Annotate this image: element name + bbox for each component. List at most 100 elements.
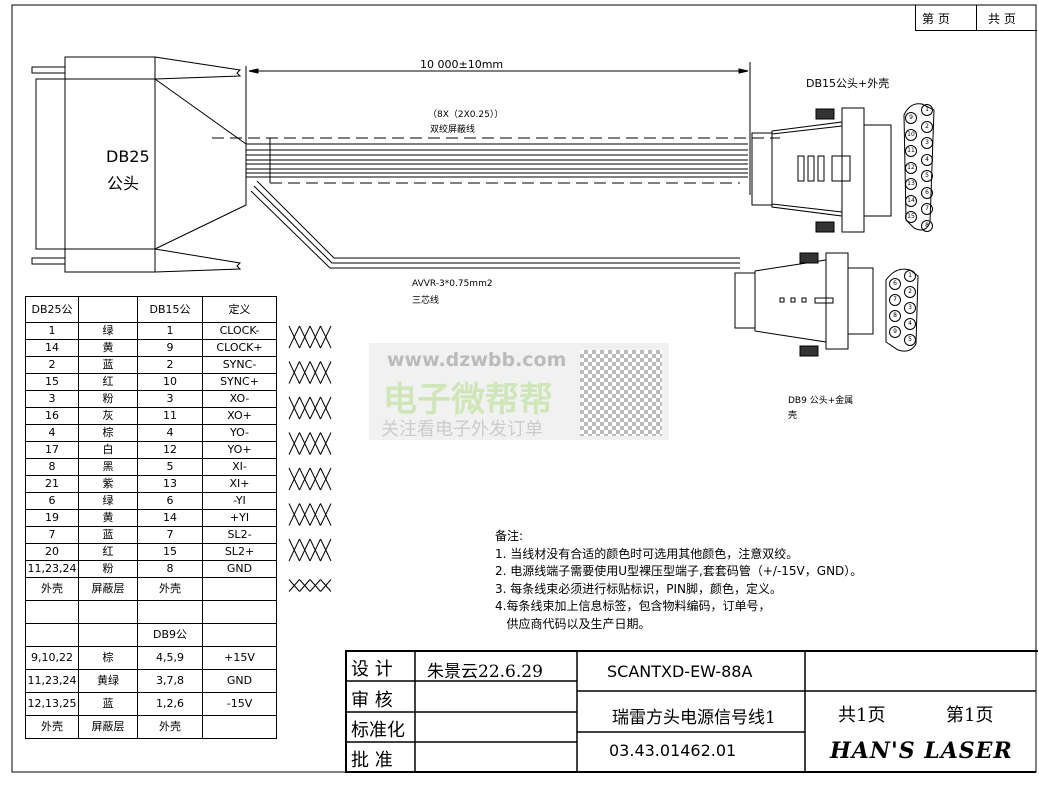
- pin-number: 1: [904, 270, 916, 282]
- table-cell: SL2+: [202, 543, 277, 561]
- pin-number: 6: [921, 186, 933, 199]
- twisted-pair-icon: [288, 361, 332, 384]
- pin-number: 5: [921, 170, 933, 182]
- table-row: DB9公: [25, 623, 277, 647]
- db15-label: DB15公头+外壳: [806, 77, 890, 90]
- table-cell: DB25公: [25, 296, 79, 323]
- twisted-pair-icon: [288, 503, 332, 526]
- power-cable-name: 三芯线: [412, 296, 440, 306]
- twist-symbols: [288, 325, 332, 592]
- note-item: 3. 每条线束必须进行标贴标识，PIN脚，颜色，定义。: [495, 581, 783, 596]
- table-header-row: DB25公 DB15公定义: [25, 296, 277, 323]
- table-cell: 12,13,25: [25, 692, 79, 716]
- db25-label: DB25: [106, 147, 150, 166]
- pin-number: 7: [889, 294, 901, 306]
- table-cell: 11,23,24: [25, 560, 79, 578]
- table-cell: 外壳: [137, 715, 203, 739]
- pin-number: 11: [905, 145, 917, 157]
- watermark-name: 电子微帮帮: [383, 380, 553, 420]
- table-cell: 外壳: [137, 577, 203, 601]
- table-row: 外壳屏蔽层外壳: [25, 577, 277, 601]
- pin-number: 6: [889, 278, 901, 290]
- table-cell: 1,2,6: [137, 692, 203, 716]
- pin-number: 2: [904, 286, 916, 298]
- table-cell: 11: [137, 407, 203, 425]
- design-value: 朱景云22.6.29: [427, 662, 543, 682]
- table-cell: [202, 623, 277, 647]
- db9-label-2: 壳: [788, 411, 798, 421]
- db9-label: DB9 公头+金属: [788, 396, 854, 406]
- note-item: 4.每条线束加上信息标签，包含物料编码，订单号，: [495, 599, 771, 613]
- table-cell: 10: [137, 373, 203, 391]
- table-cell: 15: [25, 373, 79, 391]
- approve-label: 批 准: [351, 750, 393, 771]
- table-cell: 15: [137, 543, 203, 561]
- table-cell: SYNC-: [202, 356, 277, 374]
- table-cell: SL2-: [202, 526, 277, 544]
- standard-label: 标准化: [351, 720, 405, 741]
- part-number: 03.43.01462.01: [609, 741, 737, 760]
- company-logo: HAN'S LASER: [830, 738, 1013, 764]
- divider: [976, 5, 977, 30]
- pin-number: 5: [904, 334, 916, 346]
- total-label: 共 页: [988, 12, 1016, 26]
- twisted-pair-icon: [288, 325, 332, 349]
- twisted-cable-name: 双绞屏蔽线: [430, 125, 476, 135]
- design-label: 设 计: [351, 659, 393, 680]
- power-cable: [250, 180, 740, 269]
- watermark: www.dzwbb.com 电子微帮帮 关注看电子外发订单: [369, 343, 669, 440]
- pin-number: 1: [921, 104, 933, 116]
- twisted-pair-icon: [288, 396, 332, 420]
- pin-number: 14: [905, 194, 917, 207]
- pin-number: 8: [889, 310, 901, 322]
- table-row: 外壳屏蔽层外壳: [25, 715, 277, 739]
- review-label: 审 核: [351, 690, 393, 711]
- total-pages: 共1页: [838, 705, 886, 726]
- twisted-cable-spec: （8X（2X0.25））: [428, 110, 504, 120]
- table-cell: DB15公: [137, 296, 203, 323]
- table-cell: 4,5,9: [137, 646, 203, 670]
- db25-sub-label: 公头: [107, 174, 140, 193]
- table-cell: 外壳: [25, 577, 79, 601]
- pin-number: 4: [921, 153, 933, 166]
- note-item: 供应商代码以及生产日期。: [495, 616, 651, 631]
- pin-number: 10: [905, 128, 917, 141]
- table-cell: 定义: [202, 296, 277, 323]
- length-dimension: [248, 62, 751, 195]
- watermark-slogan: 关注看电子外发订单: [381, 419, 543, 440]
- pin-number: 3: [921, 137, 933, 149]
- db25-connector: [31, 56, 247, 273]
- power-cable-spec: AVVR-3*0.75mm2: [412, 279, 493, 289]
- db15-connector: [751, 103, 935, 233]
- table-cell: 屏蔽层: [78, 715, 138, 739]
- pin-number: 15: [905, 211, 917, 223]
- page-number: 第1页: [946, 705, 994, 726]
- pin-number: 13: [905, 178, 917, 190]
- twisted-pair-icon: [288, 538, 332, 562]
- notes: 备注: 1. 当线材没有合适的颜色时可选用其他颜色，注意双绞。 2. 电源线端子…: [495, 528, 862, 633]
- twisted-pair-icon: [288, 467, 332, 491]
- db9-connector: [734, 252, 919, 357]
- table-cell: [202, 577, 277, 601]
- page-counter-box: 第 页 共 页: [915, 5, 1037, 31]
- qr-code-icon: [580, 350, 662, 436]
- watermark-url: www.dzwbb.com: [387, 349, 567, 371]
- twisted-pair-icon: [288, 579, 332, 592]
